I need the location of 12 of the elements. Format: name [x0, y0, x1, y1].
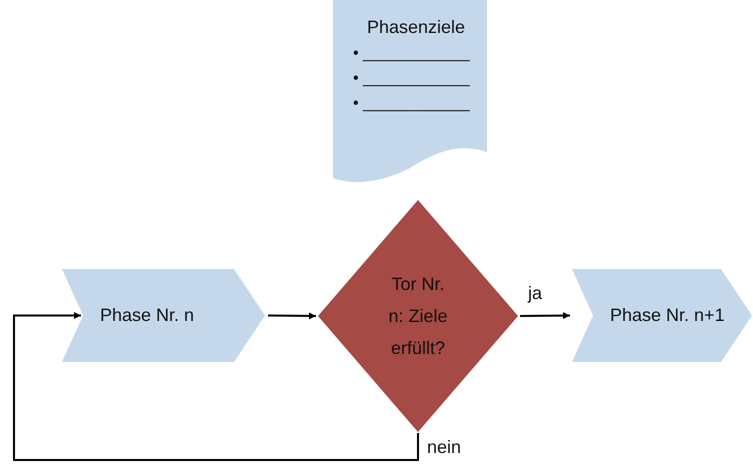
document-heading: Phasenziele	[367, 16, 466, 38]
arrow	[520, 312, 570, 320]
blank-line: • ____________	[353, 44, 471, 64]
arrow	[268, 312, 316, 320]
edge-label: nein	[427, 438, 462, 456]
edge-label: ja	[528, 284, 542, 302]
decision-text: Tor Nr. n: Ziele erfüllt?	[388, 273, 448, 360]
blank-line: • ____________	[353, 94, 471, 114]
phase-label: Phase Nr. n	[100, 304, 194, 327]
arrow	[13, 312, 419, 461]
phase-label: Phase Nr. n+1	[610, 304, 725, 327]
blank-line: • ____________	[353, 68, 471, 88]
